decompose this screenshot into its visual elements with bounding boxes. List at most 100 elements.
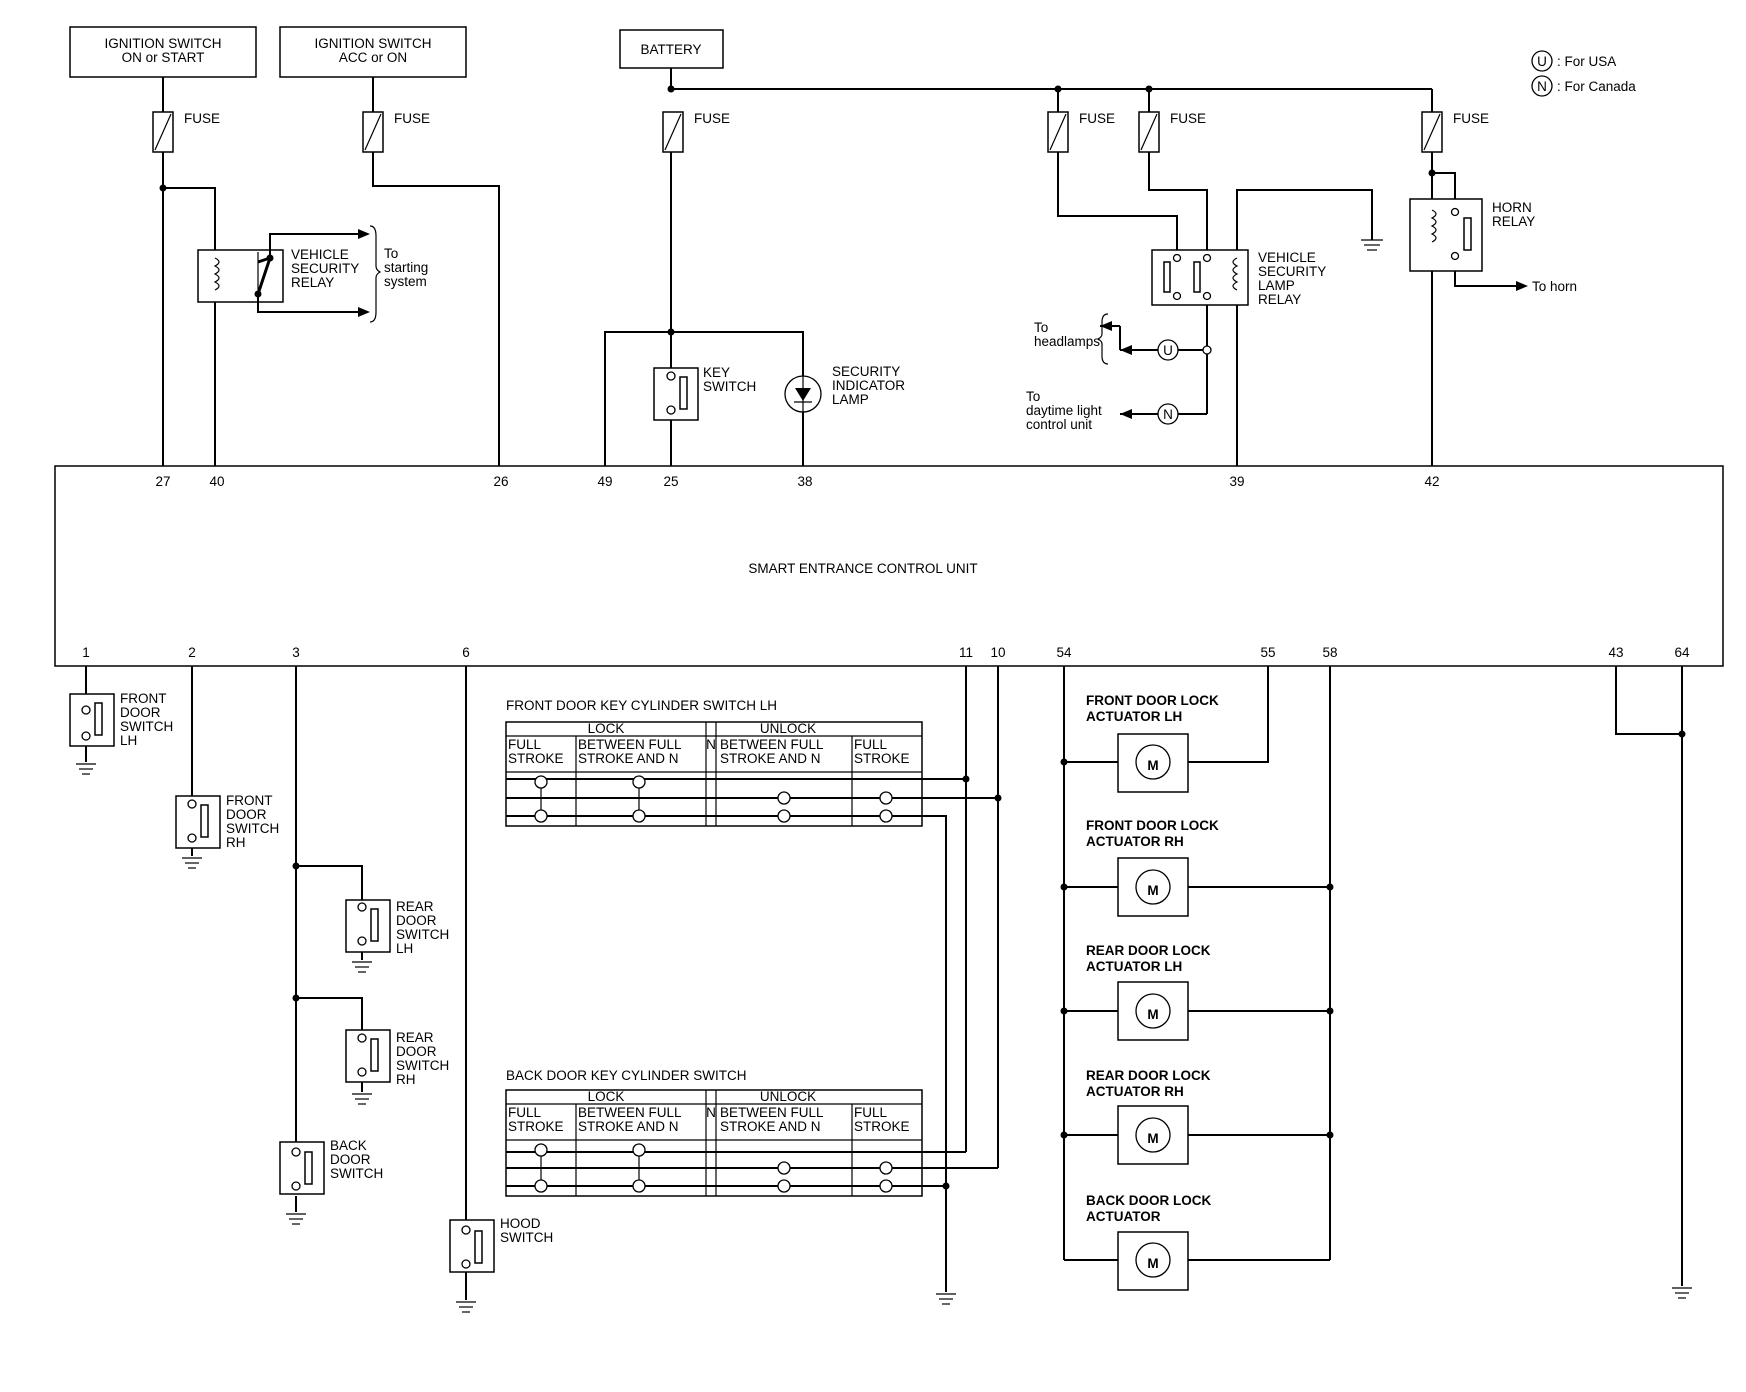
svg-text:58: 58	[1322, 645, 1337, 660]
svg-text:ON or START: ON or START	[122, 50, 205, 65]
back-door-lock-actuator: BACK DOOR LOCK ACTUATOR M	[1064, 1193, 1330, 1291]
svg-text:11: 11	[959, 645, 973, 660]
svg-text:1: 1	[82, 645, 90, 660]
svg-text:N: N	[1537, 79, 1547, 94]
svg-text:64: 64	[1674, 645, 1690, 660]
svg-text:headlamps: headlamps	[1034, 334, 1100, 349]
svg-text:SWITCH: SWITCH	[226, 821, 279, 836]
ground-symbol	[456, 1301, 476, 1313]
svg-text:FUSE: FUSE	[184, 111, 220, 126]
svg-text:SWITCH: SWITCH	[500, 1230, 553, 1245]
svg-text:SWITCH: SWITCH	[396, 1058, 449, 1073]
svg-text:LH: LH	[396, 941, 413, 956]
svg-text:M: M	[1147, 1131, 1158, 1146]
svg-text:To: To	[384, 246, 398, 261]
svg-text:38: 38	[797, 474, 812, 489]
svg-text:BETWEEN FULL: BETWEEN FULL	[578, 737, 682, 752]
ground-symbol	[286, 1213, 306, 1225]
svg-text:REAR DOOR LOCK: REAR DOOR LOCK	[1086, 943, 1211, 958]
svg-text:N: N	[706, 1105, 716, 1120]
svg-text:M: M	[1147, 1256, 1158, 1271]
svg-text:VEHICLE: VEHICLE	[1258, 250, 1316, 265]
svg-text:FUSE: FUSE	[1453, 111, 1489, 126]
svg-text:N: N	[706, 737, 716, 752]
svg-text:FULL: FULL	[854, 1105, 888, 1120]
svg-text:To: To	[1034, 320, 1048, 335]
svg-text:6: 6	[462, 645, 470, 660]
svg-text:FRONT: FRONT	[120, 691, 167, 706]
svg-text:43: 43	[1608, 645, 1623, 660]
svg-text:UNLOCK: UNLOCK	[760, 1089, 816, 1104]
svg-text:55: 55	[1260, 645, 1275, 660]
svg-text:26: 26	[493, 474, 508, 489]
svg-text:49: 49	[597, 474, 612, 489]
svg-text:SMART ENTRANCE CONTROL UNIT: SMART ENTRANCE CONTROL UNIT	[748, 561, 977, 576]
svg-text:ACC or ON: ACC or ON	[339, 50, 407, 65]
svg-text:FULL: FULL	[508, 1105, 542, 1120]
vehicle-security-relay: VEHICLE SECURITY RELAY To starting syste…	[197, 225, 428, 323]
svg-text:REAR: REAR	[396, 899, 434, 914]
svg-text:U: U	[1537, 54, 1547, 69]
fuse-horn: FUSE	[1421, 111, 1489, 153]
svg-text:ACTUATOR RH: ACTUATOR RH	[1086, 834, 1184, 849]
svg-text:M: M	[1147, 1007, 1158, 1022]
fuse-battery-key: FUSE	[662, 111, 730, 153]
svg-text:DOOR: DOOR	[396, 913, 437, 928]
svg-text:To: To	[1026, 389, 1040, 404]
back-door-key-cylinder-switch-table: BACK DOOR KEY CYLINDER SWITCH LOCK UNLOC…	[505, 1068, 923, 1197]
svg-text:STROKE AND N: STROKE AND N	[720, 1119, 821, 1134]
ground-symbol	[936, 1293, 956, 1305]
vehicle-security-lamp-relay: VEHICLE SECURITY LAMP RELAY	[1151, 249, 1326, 307]
svg-text:27: 27	[155, 474, 170, 489]
svg-text:STROKE AND N: STROKE AND N	[578, 1119, 679, 1134]
ignition-switch-on-start-box: IGNITION SWITCH ON or START	[69, 26, 257, 78]
svg-text:BETWEEN FULL: BETWEEN FULL	[720, 737, 824, 752]
rear-door-lock-actuator-rh: REAR DOOR LOCK ACTUATOR RH M	[1060, 1068, 1334, 1165]
top-pin-labels: 27 40 26 49 25 38 39 42	[155, 474, 1439, 489]
daytime-light-output: N To daytime light control unit	[1026, 389, 1179, 432]
svg-text:DOOR: DOOR	[120, 705, 161, 720]
front-door-switch-rh: FRONT DOOR SWITCH RH	[175, 793, 279, 850]
hood-switch: HOOD SWITCH	[449, 1216, 553, 1273]
svg-text:U: U	[1163, 343, 1173, 358]
ignition-switch-acc-on-box: IGNITION SWITCH ACC or ON	[279, 26, 467, 78]
ground-symbol	[352, 961, 372, 973]
svg-text:BATTERY: BATTERY	[640, 42, 701, 57]
svg-text:ACTUATOR LH: ACTUATOR LH	[1086, 959, 1182, 974]
svg-text:DOOR: DOOR	[226, 807, 267, 822]
bottom-pin-labels: 1 2 3 6 11 10 54 55 58 43 64	[82, 645, 1690, 660]
fuse-ign-acc-on: FUSE	[362, 111, 430, 153]
front-door-lock-actuator-rh: FRONT DOOR LOCK ACTUATOR RH M	[1060, 818, 1334, 917]
svg-text:DOOR: DOOR	[330, 1152, 371, 1167]
back-door-switch: BACK DOOR SWITCH	[279, 1138, 383, 1195]
svg-text:FUSE: FUSE	[1079, 111, 1115, 126]
front-door-switch-lh: FRONT DOOR SWITCH LH	[69, 691, 173, 748]
svg-text:FRONT DOOR KEY CYLINDER SWITCH: FRONT DOOR KEY CYLINDER SWITCH LH	[506, 698, 777, 713]
rear-door-switch-lh: REAR DOOR SWITCH LH	[345, 899, 449, 956]
svg-text:LOCK: LOCK	[588, 1089, 625, 1104]
svg-text:STROKE AND N: STROKE AND N	[720, 751, 821, 766]
fuse-lamp-relay-1: FUSE	[1047, 111, 1115, 153]
svg-text:starting: starting	[384, 260, 428, 275]
battery-box: BATTERY	[619, 29, 724, 69]
svg-text:To horn: To horn	[1532, 279, 1577, 294]
svg-text:RH: RH	[226, 835, 246, 850]
svg-text:STROKE: STROKE	[508, 1119, 564, 1134]
headlamps-output: U To headlamps	[1034, 313, 1179, 365]
svg-text:HORN: HORN	[1492, 200, 1532, 215]
svg-text:HOOD: HOOD	[500, 1216, 541, 1231]
svg-text:M: M	[1147, 883, 1158, 898]
ground-symbol	[76, 763, 96, 775]
ground-symbol	[182, 857, 202, 869]
horn-relay: HORN RELAY To horn	[1409, 198, 1577, 294]
svg-text:40: 40	[209, 474, 224, 489]
svg-text:FUSE: FUSE	[394, 111, 430, 126]
svg-text:ACTUATOR LH: ACTUATOR LH	[1086, 709, 1182, 724]
svg-text:: For USA: : For USA	[1557, 54, 1616, 69]
svg-text:BETWEEN FULL: BETWEEN FULL	[578, 1105, 682, 1120]
svg-text:FULL: FULL	[508, 737, 542, 752]
fuse-lamp-relay-2: FUSE	[1138, 111, 1206, 153]
svg-text:REAR DOOR LOCK: REAR DOOR LOCK	[1086, 1068, 1211, 1083]
rear-door-switch-rh: REAR DOOR SWITCH RH	[345, 1029, 449, 1087]
